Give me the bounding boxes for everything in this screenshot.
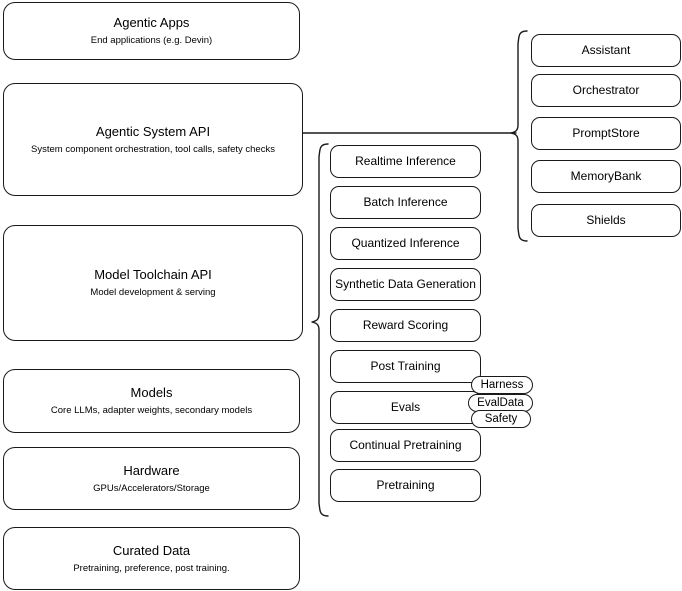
chip-post-training[interactable]: Post Training [330, 350, 481, 383]
layer-agentic-apps[interactable]: Agentic Apps End applications (e.g. Devi… [3, 2, 300, 60]
layer-agentic-system-api[interactable]: Agentic System API System component orch… [3, 83, 303, 196]
chip-shields[interactable]: Shields [531, 204, 681, 237]
chip-batch-inference[interactable]: Batch Inference [330, 186, 481, 219]
layer-model-toolchain-api[interactable]: Model Toolchain API Model development & … [3, 225, 303, 341]
badge-harness[interactable]: Harness [471, 376, 533, 394]
chip-quantized-inference[interactable]: Quantized Inference [330, 227, 481, 260]
chip-orchestrator[interactable]: Orchestrator [531, 74, 681, 107]
chip-memorybank[interactable]: MemoryBank [531, 160, 681, 193]
badge-safety[interactable]: Safety [471, 410, 531, 428]
layer-subtitle: GPUs/Accelerators/Storage [93, 482, 210, 494]
layer-title: Models [130, 385, 173, 400]
layer-title: Model Toolchain API [94, 267, 212, 282]
chip-reward-scoring[interactable]: Reward Scoring [330, 309, 481, 342]
layer-subtitle: Core LLMs, adapter weights, secondary mo… [50, 405, 253, 416]
layer-title: Agentic System API [95, 123, 211, 139]
chip-assistant[interactable]: Assistant [531, 34, 681, 67]
layer-subtitle: End applications (e.g. Devin) [90, 35, 213, 46]
layer-title: Hardware [123, 462, 180, 478]
layer-subtitle: System component orchestration, tool cal… [31, 143, 275, 155]
layer-subtitle: Model development & serving [90, 287, 216, 298]
toolchain-components-brace [311, 143, 329, 517]
layer-hardware[interactable]: Hardware GPUs/Accelerators/Storage [3, 447, 300, 510]
layer-subtitle: Pretraining, preference, post training. [73, 562, 230, 574]
chip-realtime-inference[interactable]: Realtime Inference [330, 145, 481, 178]
chip-promptstore[interactable]: PromptStore [531, 117, 681, 150]
chip-pretraining[interactable]: Pretraining [330, 469, 481, 502]
system-components-brace [510, 30, 528, 242]
layer-title: Curated Data [112, 542, 191, 558]
chip-continual-pretraining[interactable]: Continual Pretraining [330, 429, 481, 462]
chip-synthetic-data-generation[interactable]: Synthetic Data Generation [330, 268, 481, 301]
layer-title: Agentic Apps [113, 15, 190, 30]
layer-curated-data[interactable]: Curated Data Pretraining, preference, po… [3, 527, 300, 590]
layer-models[interactable]: Models Core LLMs, adapter weights, secon… [3, 369, 300, 433]
chip-evals[interactable]: Evals [330, 391, 481, 424]
